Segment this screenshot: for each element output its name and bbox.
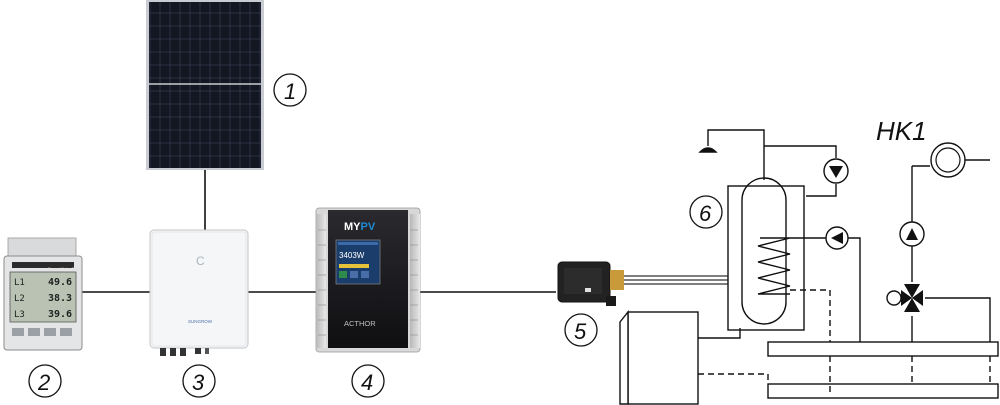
label-4: 4 [351,364,385,398]
inverter-logo: C [196,254,205,268]
svg-text:MYPV: MYPV [344,221,376,233]
label-3: 3 [182,364,216,398]
svg-text:5: 5 [574,319,587,344]
radiator [930,142,966,178]
meter-v3: 39.6 [48,309,72,320]
pump-top [823,158,849,184]
meter-l3: L3 [14,310,25,320]
pump-middle [825,226,849,250]
meter-l1: L1 [14,278,25,288]
power-meter: L1 L2 L3 49.6 38.3 39.6 Power Meter DSM [3,237,83,351]
hydraulic-scheme [698,129,999,399]
acthor-power: 3403W [339,251,365,260]
svg-text:3: 3 [192,370,205,395]
acthor-brand-my: MY [344,221,361,233]
label-5: 5 [564,313,598,347]
label-6: 6 [689,195,723,229]
svg-text:4: 4 [361,370,373,395]
acthor-device: MYPV 3403W ACTHOR [315,207,421,353]
svg-text:1: 1 [284,79,296,104]
label-1: 1 [273,73,307,107]
acthor-brand-pv: PV [361,221,376,233]
pump-heating [899,221,925,247]
svg-text:6: 6 [699,201,712,226]
inverter: C SUNGROW [149,229,249,356]
electric-wiring [80,170,556,293]
svg-text:2: 2 [37,370,50,395]
label-2: 2 [28,364,62,398]
heating-element [557,261,728,306]
solar-panel [146,0,264,170]
acthor-name: ACTHOR [344,319,376,328]
label-hk1: HK1 [876,116,927,146]
boiler [619,310,699,405]
meter-l2: L2 [14,294,25,304]
meter-v1: 49.6 [48,277,72,288]
meter-header: Power Meter DSM [48,266,81,271]
meter-v2: 38.3 [48,293,72,304]
mixing-valve [886,284,923,312]
inverter-brand: SUNGROW [188,319,213,324]
